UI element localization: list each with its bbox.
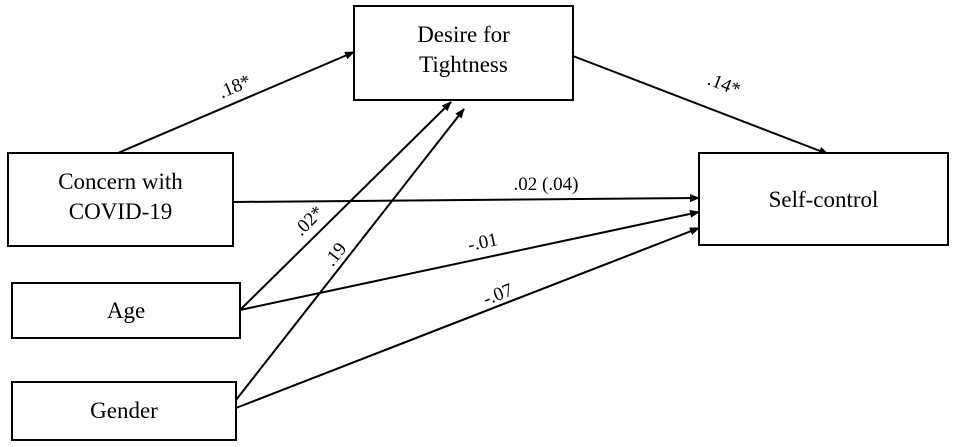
arrow-age-to-selfcontrol — [239, 209, 700, 311]
node-desire-line-1: Desire for — [417, 22, 510, 47]
arrow-gender-to-desire — [235, 108, 465, 401]
node-gender: Gender — [11, 381, 237, 441]
node-selfcontrol-label: Self-control — [769, 187, 879, 212]
arrow-age-to-desire — [239, 101, 452, 311]
node-concern-with-covid: Concern with COVID-19 — [7, 152, 234, 247]
arrows — [117, 51, 829, 409]
arrow-desire-to-selfcontrol — [572, 55, 829, 155]
node-desire-line-2: Tightness — [419, 52, 508, 77]
node-age: Age — [11, 282, 241, 339]
node-gender-label: Gender — [90, 398, 158, 423]
coef-concern-to-selfcontrol: .02 (.04) — [514, 174, 579, 195]
coefficient-labels: .18* .14* .02 (.04) .02* .19 -.01 -.07 — [215, 69, 743, 310]
node-concern-line-1: Concern with — [58, 169, 183, 194]
node-concern-line-2: COVID-19 — [69, 199, 173, 224]
node-desire-for-tightness: Desire for Tightness — [353, 5, 574, 101]
arrow-concern-to-desire — [117, 51, 355, 154]
coef-gender-to-selfcontrol: -.07 — [480, 280, 516, 310]
coef-age-to-selfcontrol: -.01 — [466, 229, 500, 256]
arrow-gender-to-selfcontrol — [235, 227, 700, 409]
coef-gender-to-desire: .19 — [320, 239, 351, 271]
coef-age-to-desire: .02* — [290, 202, 328, 240]
node-age-label: Age — [107, 298, 145, 323]
node-self-control: Self-control — [698, 152, 949, 246]
coef-desire-to-selfcontrol: .14* — [705, 69, 744, 101]
arrow-concern-to-selfcontrol — [232, 194, 700, 203]
